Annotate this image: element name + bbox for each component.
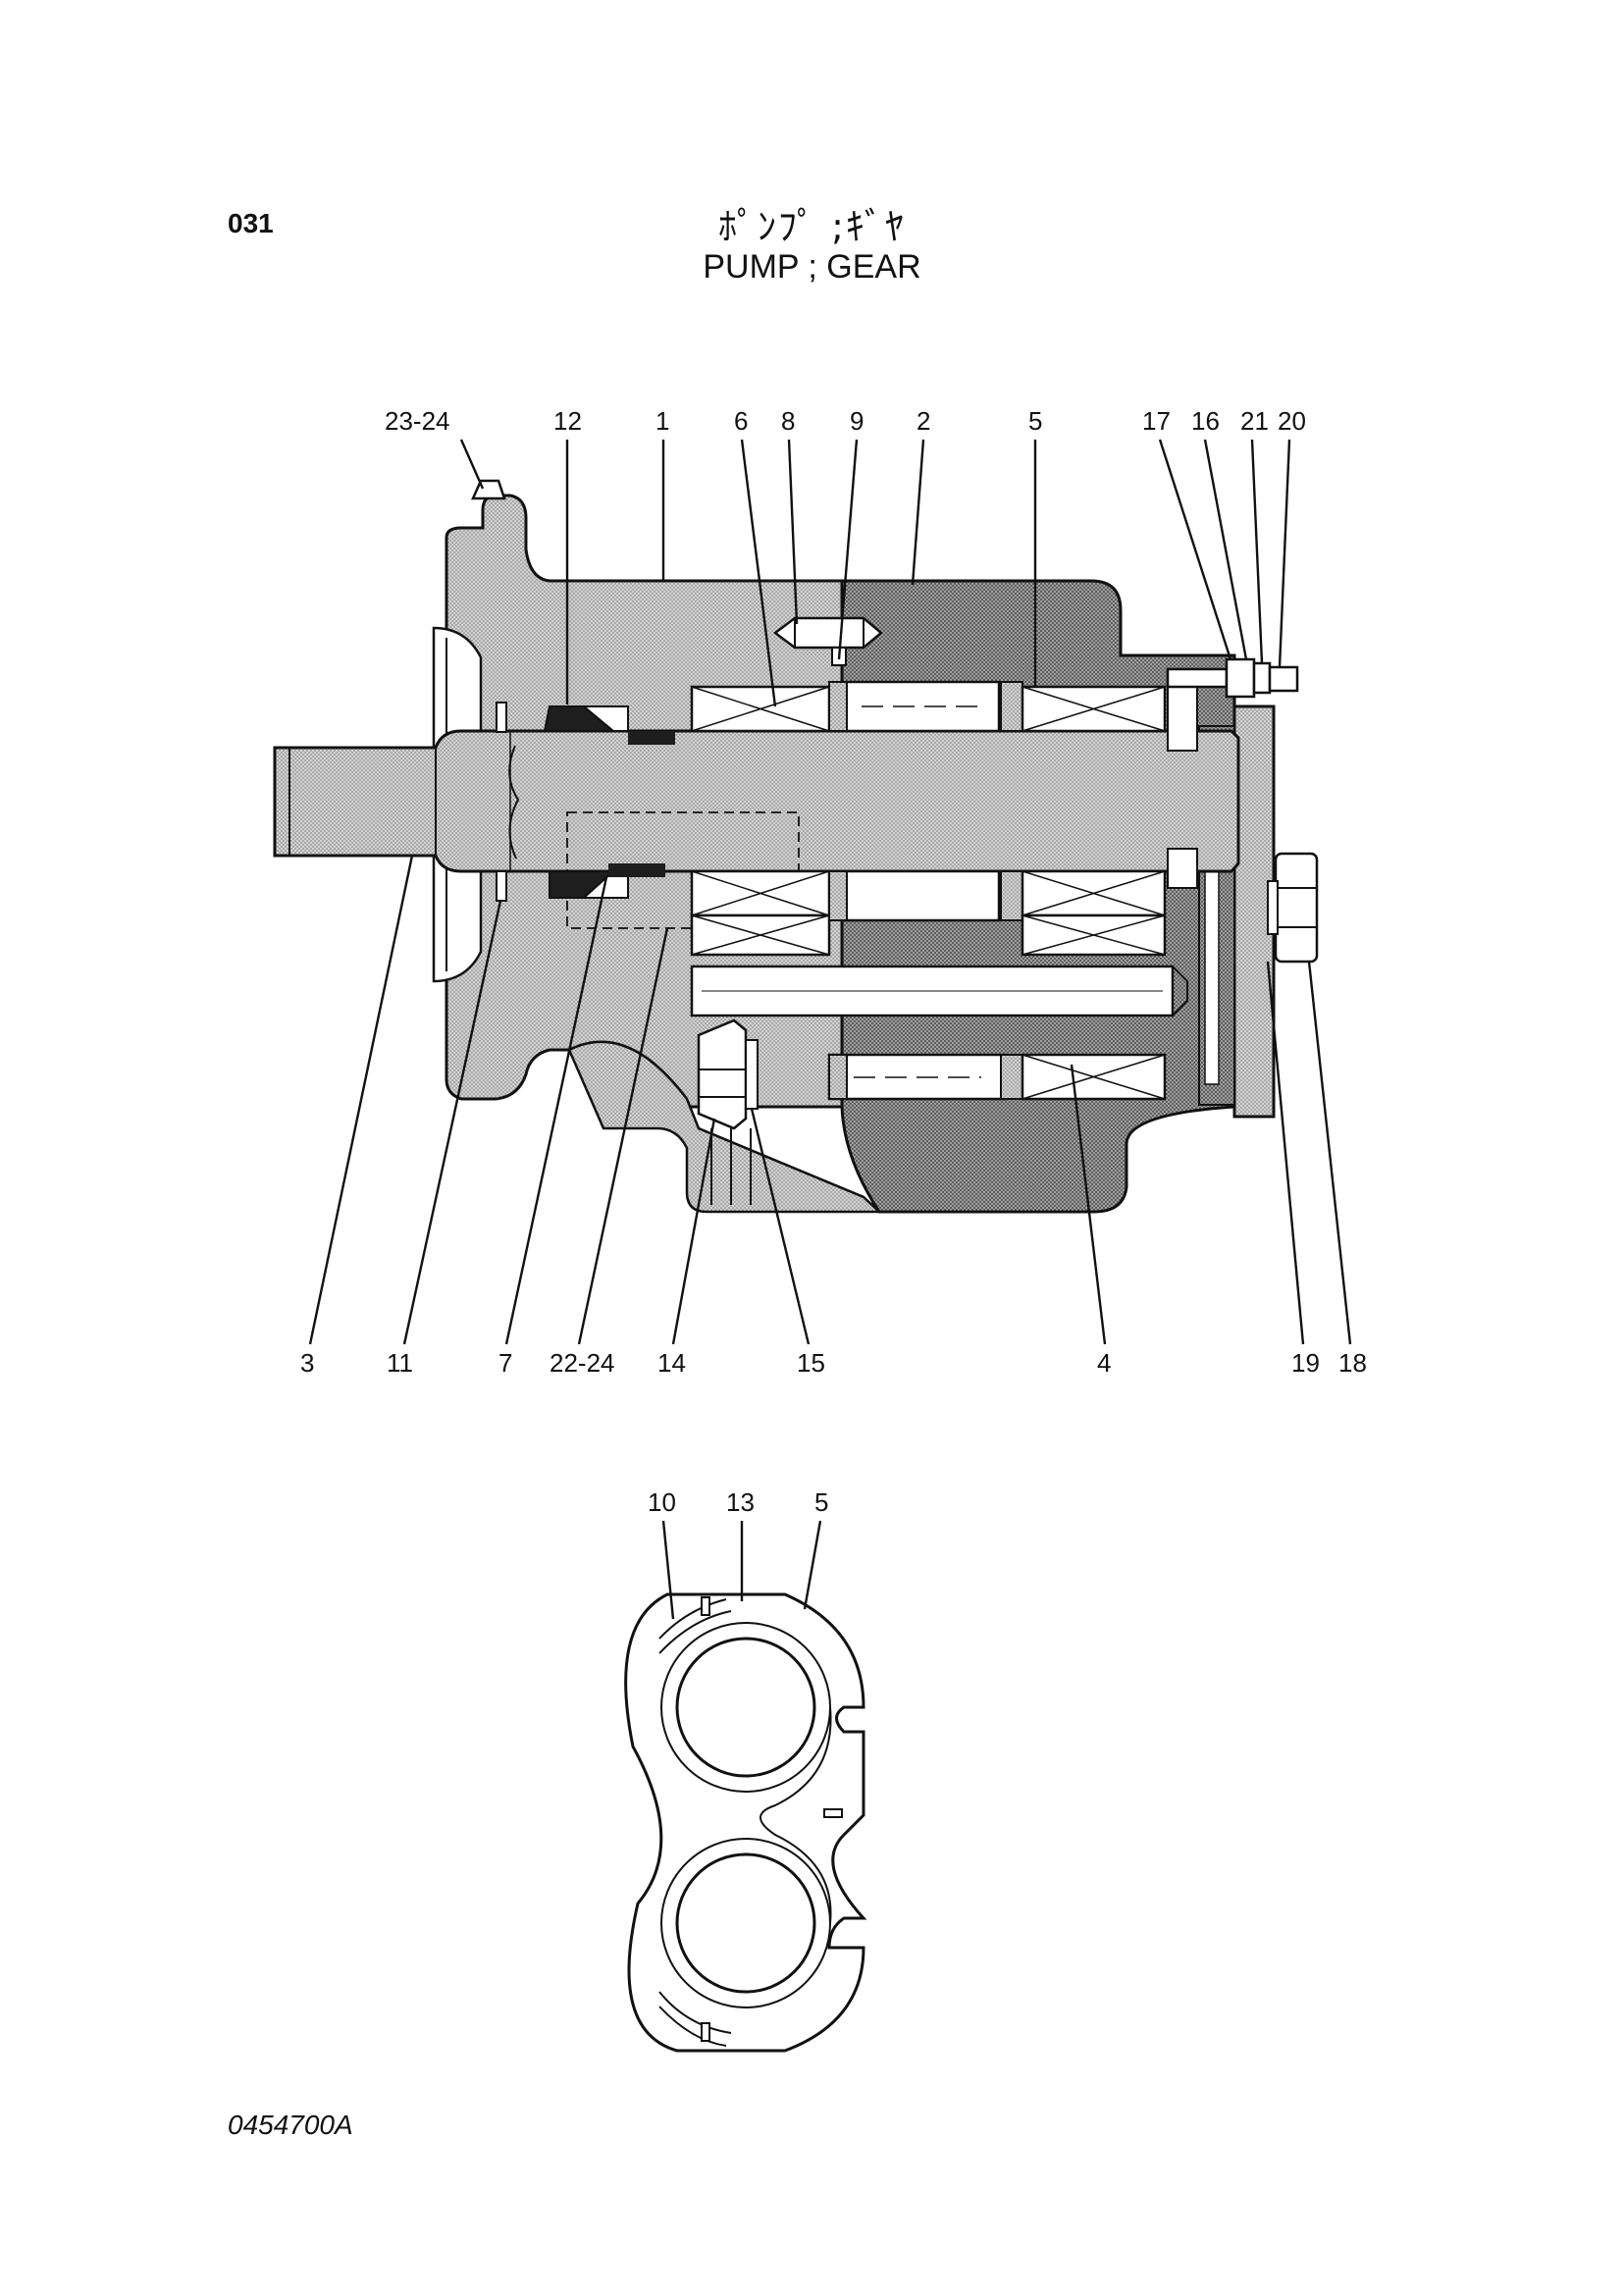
- callouts-top: 23-24 12 1 6 8 9 2 5 17 16 21 20: [385, 406, 1306, 436]
- callout-3: 3: [300, 1348, 314, 1378]
- callouts-bottom: 3 11 7 22-24 14 15 4 19 18: [300, 1348, 1367, 1378]
- callout-9: 9: [850, 406, 864, 436]
- callout-6: 6: [734, 406, 748, 436]
- callout-20: 20: [1278, 406, 1306, 436]
- front-bearing-pair: [691, 686, 830, 956]
- side-plate-detail: [624, 1592, 867, 2053]
- callout-11: 11: [387, 1348, 413, 1378]
- callout-1: 1: [655, 406, 669, 436]
- callout-5: 5: [1028, 406, 1042, 436]
- callouts-detail: 10 13 5: [648, 1487, 828, 1517]
- leaders-top: [459, 439, 1291, 707]
- callout-13: 13: [726, 1487, 755, 1517]
- callout-14: 14: [657, 1348, 686, 1378]
- callout-19: 19: [1291, 1348, 1320, 1378]
- title-japanese: ﾎﾟﾝﾌﾟ ;ｷﾞﾔ: [718, 205, 906, 248]
- rear-plug: [1274, 852, 1319, 964]
- callout-5-detail: 5: [814, 1487, 828, 1517]
- lower-hex-nut: [697, 1018, 748, 1130]
- callout-2: 2: [917, 406, 930, 436]
- leaders-detail: [661, 1520, 822, 1620]
- drive-shaft: [273, 729, 1240, 873]
- callout-8: 8: [781, 406, 795, 436]
- callout-18: 18: [1338, 1348, 1367, 1378]
- callout-10: 10: [648, 1487, 676, 1517]
- callout-15: 15: [797, 1348, 825, 1378]
- callout-7: 7: [498, 1348, 512, 1378]
- callout-16: 16: [1191, 406, 1220, 436]
- leaders-bottom: [308, 855, 1352, 1345]
- callout-22-24: 22-24: [550, 1348, 615, 1378]
- drawing-code: 0454700A: [228, 2110, 353, 2140]
- dowel-pin: [772, 616, 883, 650]
- page-number: 031: [228, 208, 274, 238]
- callout-23-24: 23-24: [385, 406, 450, 436]
- callout-12: 12: [553, 406, 582, 436]
- callout-21: 21: [1240, 406, 1269, 436]
- cover-bolt: [1166, 667, 1229, 689]
- callout-4: 4: [1097, 1348, 1111, 1378]
- callout-17: 17: [1142, 406, 1171, 436]
- title-english: PUMP ; GEAR: [703, 248, 921, 286]
